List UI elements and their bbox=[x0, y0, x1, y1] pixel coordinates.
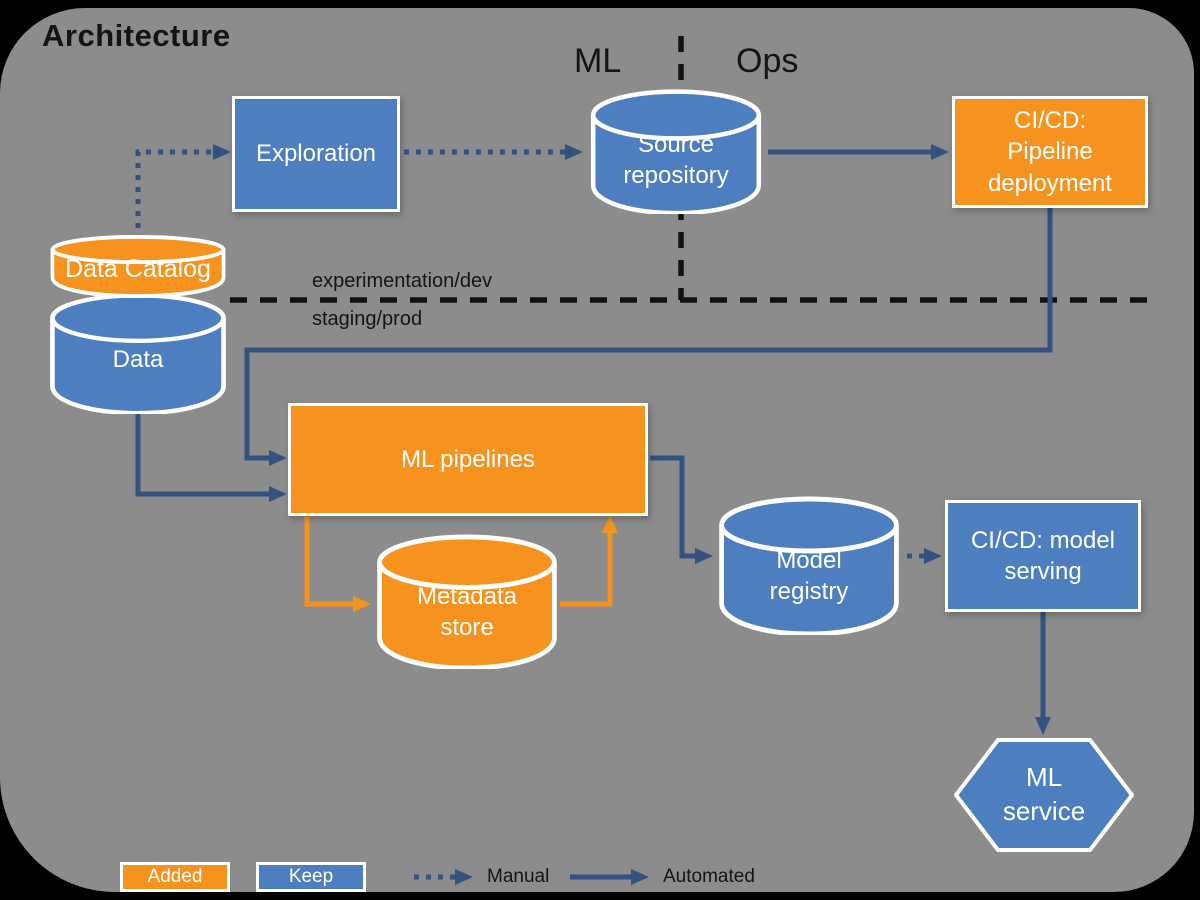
node-data-catalog: Data Catalog bbox=[45, 234, 231, 298]
node-model-registry-label: Model registry bbox=[769, 546, 849, 605]
stage-label-staging-prod: staging/prod bbox=[312, 308, 423, 330]
node-data-label: Data bbox=[112, 346, 164, 374]
legend-added-swatch: Added bbox=[120, 862, 230, 892]
cylinder-icon bbox=[377, 534, 557, 669]
hexagon-icon bbox=[954, 738, 1134, 852]
node-exploration-label: Exploration bbox=[255, 140, 377, 168]
node-ml-service-label: ML service bbox=[1002, 762, 1086, 826]
legend-keep-swatch: Keep bbox=[256, 862, 366, 892]
node-metadata-store-label: Metadata store bbox=[416, 582, 518, 641]
node-data-catalog-label: Data Catalog bbox=[65, 254, 211, 283]
node-exploration: Exploration bbox=[232, 96, 400, 212]
node-model-registry: Model registry bbox=[714, 495, 904, 635]
node-metadata-store: Metadata store bbox=[372, 533, 562, 669]
cylinder-icon bbox=[590, 89, 762, 214]
node-cicd-pipeline-deployment-label: CI/CD: Pipeline deployment bbox=[987, 107, 1113, 197]
legend-keep-label: Keep bbox=[288, 865, 334, 887]
node-data: Data bbox=[45, 292, 231, 414]
node-cicd-model-serving: CI/CD: model serving bbox=[945, 500, 1141, 612]
lane-label-ml: ML bbox=[574, 42, 622, 80]
node-ml-service: ML service bbox=[953, 737, 1135, 853]
page-title: Architecture bbox=[42, 18, 231, 53]
node-cicd-pipeline-deployment: CI/CD: Pipeline deployment bbox=[952, 96, 1148, 208]
node-cicd-model-serving-label: CI/CD: model serving bbox=[970, 526, 1116, 585]
cylinder-icon bbox=[719, 496, 899, 635]
legend-added-label: Added bbox=[147, 865, 203, 887]
legend-manual-label: Manual bbox=[487, 866, 550, 887]
node-ml-pipelines-label: ML pipelines bbox=[401, 445, 535, 473]
lane-label-ops: Ops bbox=[736, 42, 799, 80]
node-source-repository-label: Source repository bbox=[623, 130, 729, 189]
stage-label-experimentation-dev: experimentation/dev bbox=[312, 270, 493, 292]
node-ml-pipelines: ML pipelines bbox=[288, 403, 648, 516]
legend-automated-label: Automated bbox=[663, 866, 755, 887]
node-source-repository: Source repository bbox=[586, 88, 766, 214]
